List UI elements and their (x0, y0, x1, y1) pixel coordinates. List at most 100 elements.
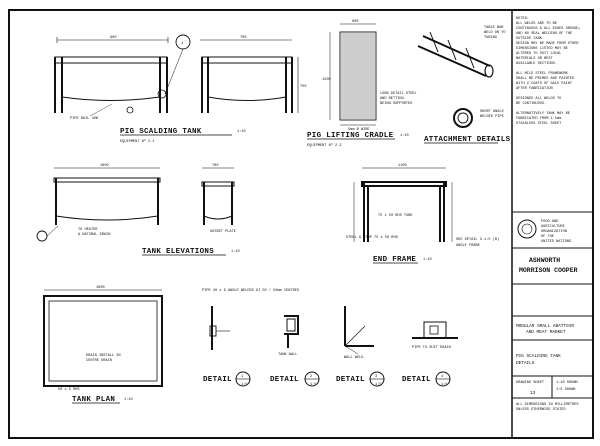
detail-1-label: DETAIL (203, 376, 232, 384)
svg-text:EQUIPMENT Nº 2.2: EQUIPMENT Nº 2.2 (307, 143, 342, 148)
svg-text:1000: 1000 (100, 164, 109, 168)
svg-text:MORRISON COOPER: MORRISON COOPER (519, 267, 578, 274)
svg-text:1:2: 1:2 (486, 138, 492, 142)
detail-4-label: DETAIL (402, 376, 431, 384)
svg-text:AND NO SEAL WELDING OF THE: AND NO SEAL WELDING OF THE (516, 32, 572, 36)
detail-4-view: PIPE TO SUIT DRAIN DETAIL 4 1:5 (402, 321, 458, 387)
svg-text:ALL WELDS ARE TO BE: ALL WELDS ARE TO BE (516, 22, 557, 26)
general-notes: NOTES: ALL WELDS ARE TO BE CONTINUOUS & … (516, 17, 581, 126)
tank-elevations-title: TANK ELEVATIONS (142, 248, 214, 256)
attachment-details-view: TABLE BAR WELD ON TO TUBING SHORT ANGLE … (417, 26, 511, 144)
svg-text:DESIGN MAY BE MADE FROM OTHER: DESIGN MAY BE MADE FROM OTHER (516, 42, 579, 46)
sheet-number: 13 (530, 391, 536, 396)
svg-text:STAINLESS STEEL SHEET: STAINLESS STEEL SHEET (516, 122, 562, 126)
project-title: MODULAR SMALL ABATTOIR (516, 324, 574, 329)
attach-note: TABLE BAR (484, 26, 504, 30)
svg-text:ALTERED TO SUIT LOCAL: ALTERED TO SUIT LOCAL (516, 52, 561, 56)
svg-text:FABRICATED FROM 1.5mm: FABRICATED FROM 1.5mm (516, 117, 561, 121)
svg-text:BEING SUPPORTED: BEING SUPPORTED (380, 102, 412, 106)
pipe-rail-note: PIPE RAIL 40Ø (70, 116, 99, 121)
cradle-note: LONG DETAIL STEEL (380, 92, 417, 96)
svg-text:1:10: 1:10 (231, 250, 240, 254)
svg-text:SHORT ANGLE: SHORT ANGLE (480, 110, 504, 114)
svg-text:AND MEAT MARKET: AND MEAT MARKET (526, 330, 566, 335)
svg-text:AGRICULTURE: AGRICULTURE (541, 225, 565, 229)
detail-2-view: TANK WALL DETAIL 2 1:5 (270, 315, 320, 387)
svg-text:1100: 1100 (398, 164, 407, 168)
svg-text:AND NETTING: AND NETTING (380, 97, 404, 101)
svg-text:1:5: 1:5 (241, 383, 247, 387)
svg-text:SHALL BE PRIMED AND PAINTED: SHALL BE PRIMED AND PAINTED (516, 77, 574, 81)
svg-text:UNLESS OTHERWISE STATED: UNLESS OTHERWISE STATED (516, 408, 566, 412)
svg-text:DETAILS: DETAILS (516, 361, 535, 366)
svg-text:700: 700 (212, 164, 218, 168)
svg-text:1: 1 (241, 375, 243, 379)
svg-text:WELDED PIPE: WELDED PIPE (480, 115, 504, 119)
svg-text:ALTERNATIVELY TANK MAY BE: ALTERNATIVELY TANK MAY BE (516, 112, 570, 116)
svg-text:ALL MILD STEEL FRAMEWORK: ALL MILD STEEL FRAMEWORK (516, 72, 569, 76)
svg-text:AVAILABLE SECTIONS.: AVAILABLE SECTIONS. (516, 62, 557, 66)
fao-logo (517, 219, 537, 239)
sheet-title: PIG SCALDING TANK (516, 354, 561, 359)
svg-text:1:10 SHOWN: 1:10 SHOWN (556, 381, 578, 385)
lifting-cradle-title: PIG LIFTING CRADLE (307, 132, 394, 140)
svg-text:75 x 50 RHS TUBE: 75 x 50 RHS TUBE (378, 214, 413, 218)
svg-text:1200: 1200 (322, 78, 331, 82)
tank-elevations-view: 1000 TO HEATER & NATURAL DRAIN 700 GUSSE… (36, 164, 240, 256)
svg-text:BE CONTINUOUS.: BE CONTINUOUS. (516, 102, 546, 106)
svg-text:STEEL & STOP 75 x 50 RHS: STEEL & STOP 75 x 50 RHS (346, 236, 398, 240)
svg-text:WITH 2 COATS OF GALV PAINT: WITH 2 COATS OF GALV PAINT (516, 82, 573, 86)
svg-text:CONTINUOUS & ALL EDGES GROUND,: CONTINUOUS & ALL EDGES GROUND, (516, 27, 581, 31)
svg-text:5mm Ø WIRE: 5mm Ø WIRE (348, 127, 370, 132)
svg-text:PIPE TO SUIT DRAIN: PIPE TO SUIT DRAIN (412, 346, 451, 350)
tank-plan-view: 1000 DRAIN INSTALL IN CENTRE DRAIN 50 x … (43, 286, 163, 404)
svg-text:TANK WALL: TANK WALL (278, 353, 297, 357)
svg-text:WELD ON TO: WELD ON TO (484, 31, 506, 35)
drawing-border (8, 9, 594, 439)
svg-text:GUSSET PLATE: GUSSET PLATE (210, 230, 236, 234)
svg-text:1:5: 1:5 (375, 383, 381, 387)
svg-text:DESIGNED ALL WELDS TO: DESIGNED ALL WELDS TO (516, 97, 561, 101)
svg-text:AFTER FABRICATION: AFTER FABRICATION (516, 87, 553, 91)
svg-text:1:10: 1:10 (423, 258, 432, 262)
svg-text:1:5 SHOWN: 1:5 SHOWN (556, 388, 575, 392)
lifting-cradle-view: 600 1200 5mm Ø WIRE LONG DETAIL STEEL AN… (307, 20, 417, 148)
detail-1-view: PIPE 40 x 6 ANGLE WELDED AT 50 / 50mm CE… (202, 288, 299, 387)
svg-text:FOOD AND: FOOD AND (541, 220, 558, 224)
svg-text:WALL WELD: WALL WELD (344, 356, 363, 360)
title-block: FOOD AND AGRICULTURE ORGANIZATION OF THE… (512, 211, 593, 412)
svg-text:& NATURAL DRAIN: & NATURAL DRAIN (78, 233, 110, 237)
svg-text:1:5: 1:5 (441, 383, 447, 387)
svg-text:OUTSIDE TANK.: OUTSIDE TANK. (516, 37, 544, 41)
svg-text:ORGANIZATION: ORGANIZATION (541, 230, 567, 234)
detail-2-label: DETAIL (270, 376, 299, 384)
svg-text:50 x 5 RHS: 50 x 5 RHS (58, 388, 80, 392)
svg-text:TO HEATER: TO HEATER (78, 228, 98, 232)
svg-text:1:5: 1:5 (310, 383, 316, 387)
scalding-tank-view: 900 1 PIPE RAIL 40Ø 700 750 PIG SCALDING… (54, 34, 306, 144)
svg-text:1: 1 (181, 42, 183, 46)
svg-text:UNITED NATIONS: UNITED NATIONS (541, 240, 571, 244)
tank-plan-title: TANK PLAN (72, 396, 115, 404)
scalding-tank-subtitle: EQUIPMENT Nº 2.1 (120, 139, 155, 144)
plan-note: DRAIN INSTALL IN (86, 354, 121, 358)
detail-3-view: WALL WELD DETAIL 3 1:5 (336, 306, 385, 387)
svg-text:600: 600 (352, 20, 358, 24)
end-frame-view: 1100 75 x 50 RHS TUBE STEEL & STOP 75 x … (346, 164, 499, 264)
detail-3-label: DETAIL (336, 376, 365, 384)
firm-name: ASHWORTH (529, 257, 560, 264)
svg-text:TUBING: TUBING (484, 36, 497, 40)
end-frame-title: END FRAME (373, 256, 416, 264)
attachment-details-title: ATTACHMENT DETAILS (424, 136, 511, 144)
svg-text:ALL DIMENSIONS IN MILLIMETRES: ALL DIMENSIONS IN MILLIMETRES (516, 403, 579, 407)
svg-text:DRAWING SHEET: DRAWING SHEET (516, 381, 545, 385)
svg-text:SEE DETAIL 3 1:5 (B): SEE DETAIL 3 1:5 (B) (456, 237, 499, 242)
dim-750: 750 (300, 85, 306, 89)
svg-text:1:10: 1:10 (124, 398, 133, 402)
scalding-tank-title: PIG SCALDING TANK (120, 128, 202, 136)
svg-text:1:10: 1:10 (400, 134, 409, 138)
svg-text:NOTES:: NOTES: (516, 17, 529, 21)
svg-text:1:10: 1:10 (237, 130, 246, 134)
dim-700: 700 (240, 36, 246, 40)
